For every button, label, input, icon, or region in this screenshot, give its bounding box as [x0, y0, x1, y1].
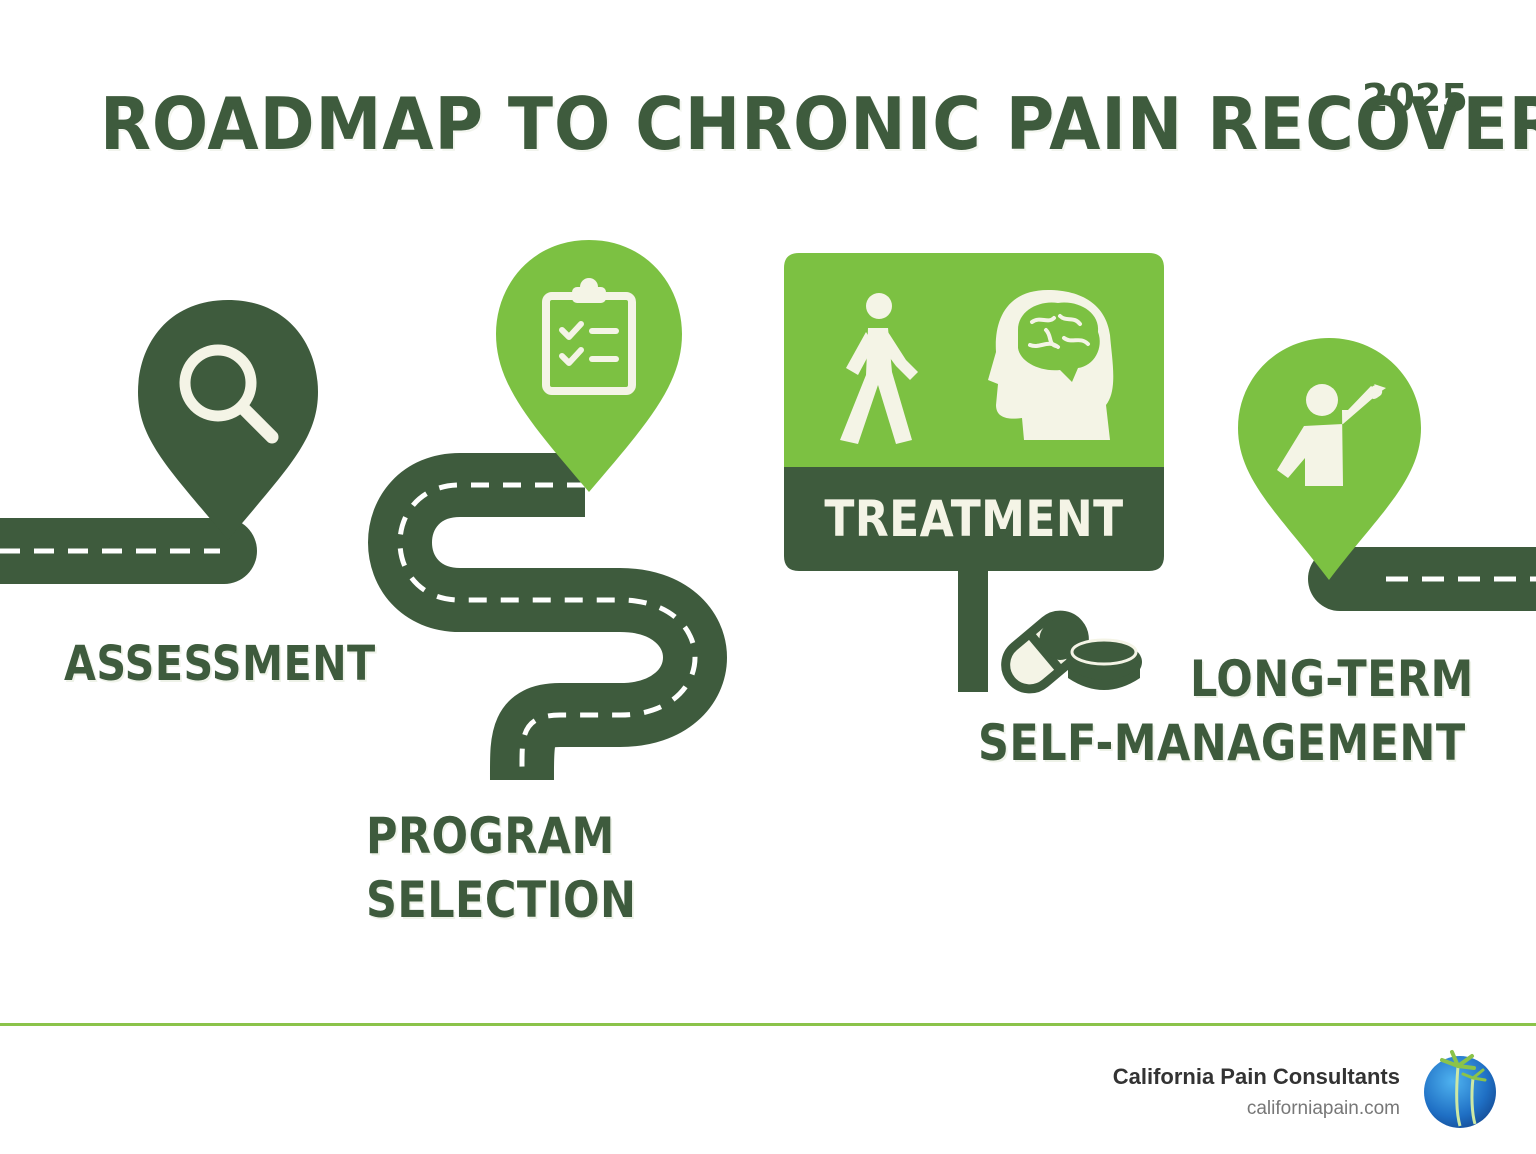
- head-brain-icon: [988, 290, 1114, 440]
- assessment-pin: [138, 300, 318, 540]
- clipboard-checklist-icon: [542, 278, 636, 395]
- program-selection-line1: PROGRAM: [366, 807, 615, 865]
- palm-tree-globe-icon: [1424, 1050, 1496, 1128]
- person-raising-arm-icon: [1277, 384, 1386, 486]
- footer-divider: [0, 1023, 1536, 1026]
- magnifying-glass-icon: [179, 344, 279, 444]
- program-selection-line2: SELECTION: [366, 871, 637, 929]
- assessment-label: ASSESSMENT: [64, 636, 376, 692]
- brand-name: California Pain Consultants: [1112, 1064, 1400, 1089]
- program-selection-pin: [496, 240, 682, 492]
- long-term-line1: LONG-TERM: [1190, 650, 1474, 708]
- walking-person-icon: [840, 293, 918, 444]
- treatment-label: TREATMENT: [824, 490, 1124, 548]
- page-title: ROADMAP TO CHRONIC PAIN RECOVERY: [100, 82, 1536, 166]
- program-selection-label: PROGRAM SELECTION: [366, 804, 636, 932]
- long-term-pin: [1238, 338, 1421, 580]
- year-badge: 2025: [1362, 76, 1468, 120]
- pills-icon: [1001, 610, 1142, 694]
- brand-url: californiapain.com: [1246, 1098, 1400, 1119]
- road-segment-program-selection: [368, 453, 727, 781]
- long-term-line2: SELF-MANAGEMENT: [978, 714, 1466, 772]
- treatment-sign: [784, 253, 1164, 692]
